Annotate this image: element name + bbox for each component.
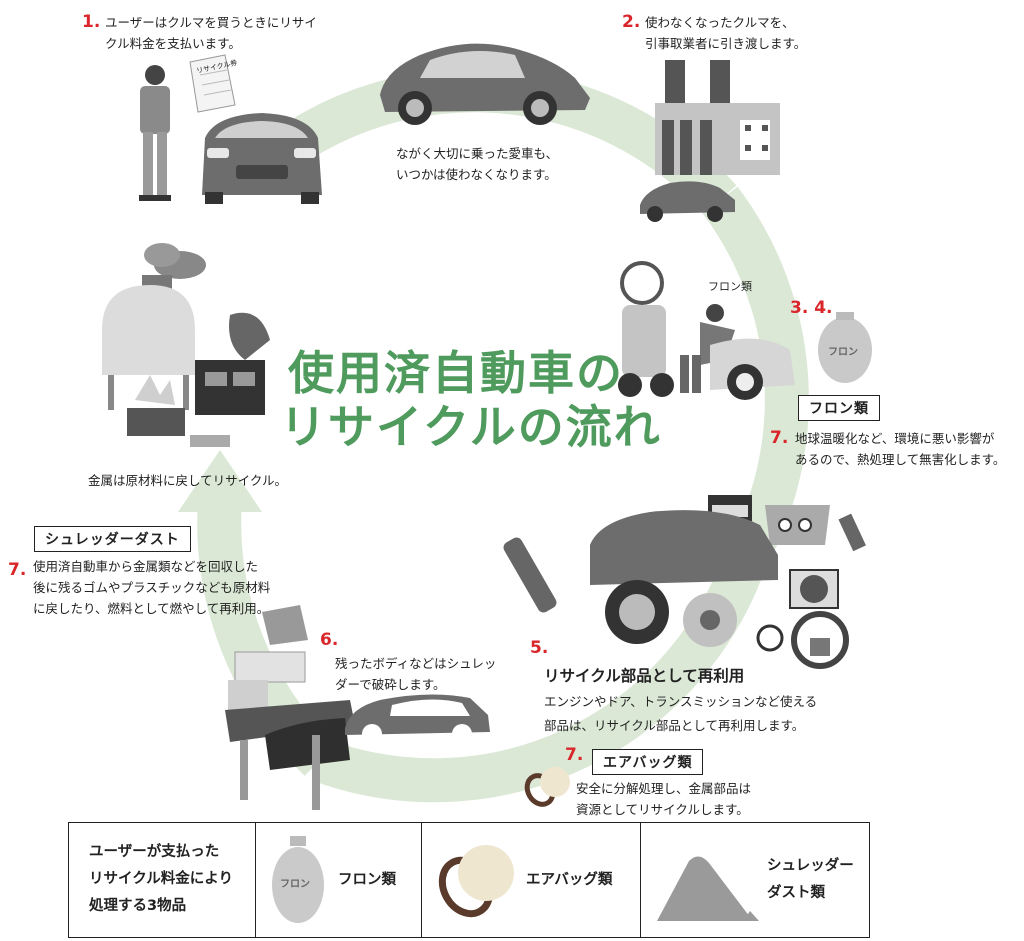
step1-number: 1. bbox=[82, 12, 101, 32]
step2-number: 2. bbox=[622, 12, 641, 32]
table-intro-line3: 処理する3物品 bbox=[89, 898, 187, 914]
step6-text-2: ダーで破砕します。 bbox=[335, 677, 446, 692]
airbag-icon bbox=[438, 845, 514, 918]
flon-text-2: あるので、熱処理して無害化します。 bbox=[795, 452, 1006, 467]
cycle-arrowhead bbox=[178, 450, 262, 512]
flon-label-box: フロン類 bbox=[798, 395, 880, 421]
flon-number: 7. bbox=[770, 428, 789, 448]
flon-text-1: 地球温暖化など、環境に悪い影響が bbox=[795, 431, 995, 446]
man-with-receipt-illustration bbox=[139, 54, 236, 201]
step2-text-2: 引事取業者に引き渡します。 bbox=[645, 36, 807, 51]
table-intro-line1: ユーザーが支払った bbox=[89, 844, 220, 860]
dust-text-2: 後に残るゴムやプラスチックなども原材料 bbox=[33, 580, 271, 595]
shredder-dust-pile-icon bbox=[657, 856, 759, 921]
table-flon-tank-label: フロン bbox=[280, 879, 310, 890]
car-body-shell-illustration bbox=[345, 694, 490, 744]
step6-text-1: 残ったボディなどはシュレッ bbox=[335, 656, 497, 671]
dust-text-1: 使用済自動車から金属類などを回収した bbox=[33, 559, 259, 574]
diagram-title-line2: リサイクルの流れ bbox=[280, 400, 662, 454]
step5-heading: リサイクル部品として再利用 bbox=[544, 667, 745, 685]
step1-text-1: ユーザーはクルマを買うときにリサイ bbox=[105, 15, 317, 30]
front-car-illustration bbox=[202, 113, 322, 204]
airbag-label-box: エアバッグ類 bbox=[592, 749, 704, 775]
factory-illustration bbox=[655, 60, 780, 175]
airbag-text-2: 資源としてリサイクルします。 bbox=[576, 802, 749, 817]
step1-text-2: クル料金を支払います。 bbox=[105, 36, 241, 51]
furnace-illustration bbox=[102, 243, 270, 447]
metal-text: 金属は原材料に戻してリサイクル。 bbox=[88, 473, 288, 488]
step5-text-2: 部品は、リサイクル部品として再利用します。 bbox=[544, 718, 805, 733]
table-intro-line2: リサイクル料金により bbox=[89, 871, 233, 887]
table-intro-cell: ユーザーが支払った リサイクル料金により 処理する3物品 bbox=[69, 823, 256, 937]
table-item3-line2: ダスト類 bbox=[767, 885, 825, 901]
table-item1-label: フロン類 bbox=[338, 872, 396, 888]
step5-text-1: エンジンやドア、トランスミッションなど使える bbox=[544, 694, 818, 709]
flon-small-label: フロン類 bbox=[708, 280, 752, 293]
side-car-top-illustration bbox=[380, 43, 590, 125]
step5-number: 5. bbox=[530, 638, 549, 658]
table-flon-cell: フロン フロン類 bbox=[256, 823, 422, 937]
table-item2-label: エアバッグ類 bbox=[526, 872, 613, 888]
dust-text-3: に戻したり、燃料として燃やして再利用。 bbox=[33, 601, 270, 616]
diagram-title-line1: 使用済自動車の bbox=[288, 346, 624, 400]
center-text-1: ながく大切に乗った愛車も、 bbox=[396, 146, 559, 161]
recycled-parts-illustration bbox=[503, 495, 866, 669]
flon-tank-icon bbox=[272, 836, 324, 923]
dust-number: 7. bbox=[8, 560, 27, 580]
shredder-dust-label-box: シュレッダーダスト bbox=[34, 526, 191, 552]
airbag-text-1: 安全に分解処理し、金属部品は bbox=[576, 781, 752, 796]
airbag-small-illustration bbox=[524, 767, 570, 807]
table-item3-line1: シュレッダー bbox=[767, 858, 854, 874]
step2-text-1: 使わなくなったクルマを、 bbox=[645, 15, 795, 30]
airbag-number: 7. bbox=[565, 745, 584, 765]
three-items-table: ユーザーが支払った リサイクル料金により 処理する3物品 フロン フロン類 エア… bbox=[68, 822, 870, 938]
step34-number: 3. 4. bbox=[790, 298, 833, 318]
step6-number: 6. bbox=[320, 630, 339, 650]
flon-tank-illustration bbox=[818, 312, 872, 383]
shredder-illustration bbox=[225, 605, 355, 810]
flon-tank-label: フロン bbox=[828, 347, 858, 358]
table-dust-cell: シュレッダー ダスト類 bbox=[641, 823, 868, 937]
center-text-2: いつかは使わなくなります。 bbox=[396, 167, 557, 182]
small-car-illustration bbox=[640, 181, 735, 222]
table-airbag-cell: エアバッグ類 bbox=[422, 823, 641, 937]
flon-recovery-illustration bbox=[618, 261, 795, 400]
